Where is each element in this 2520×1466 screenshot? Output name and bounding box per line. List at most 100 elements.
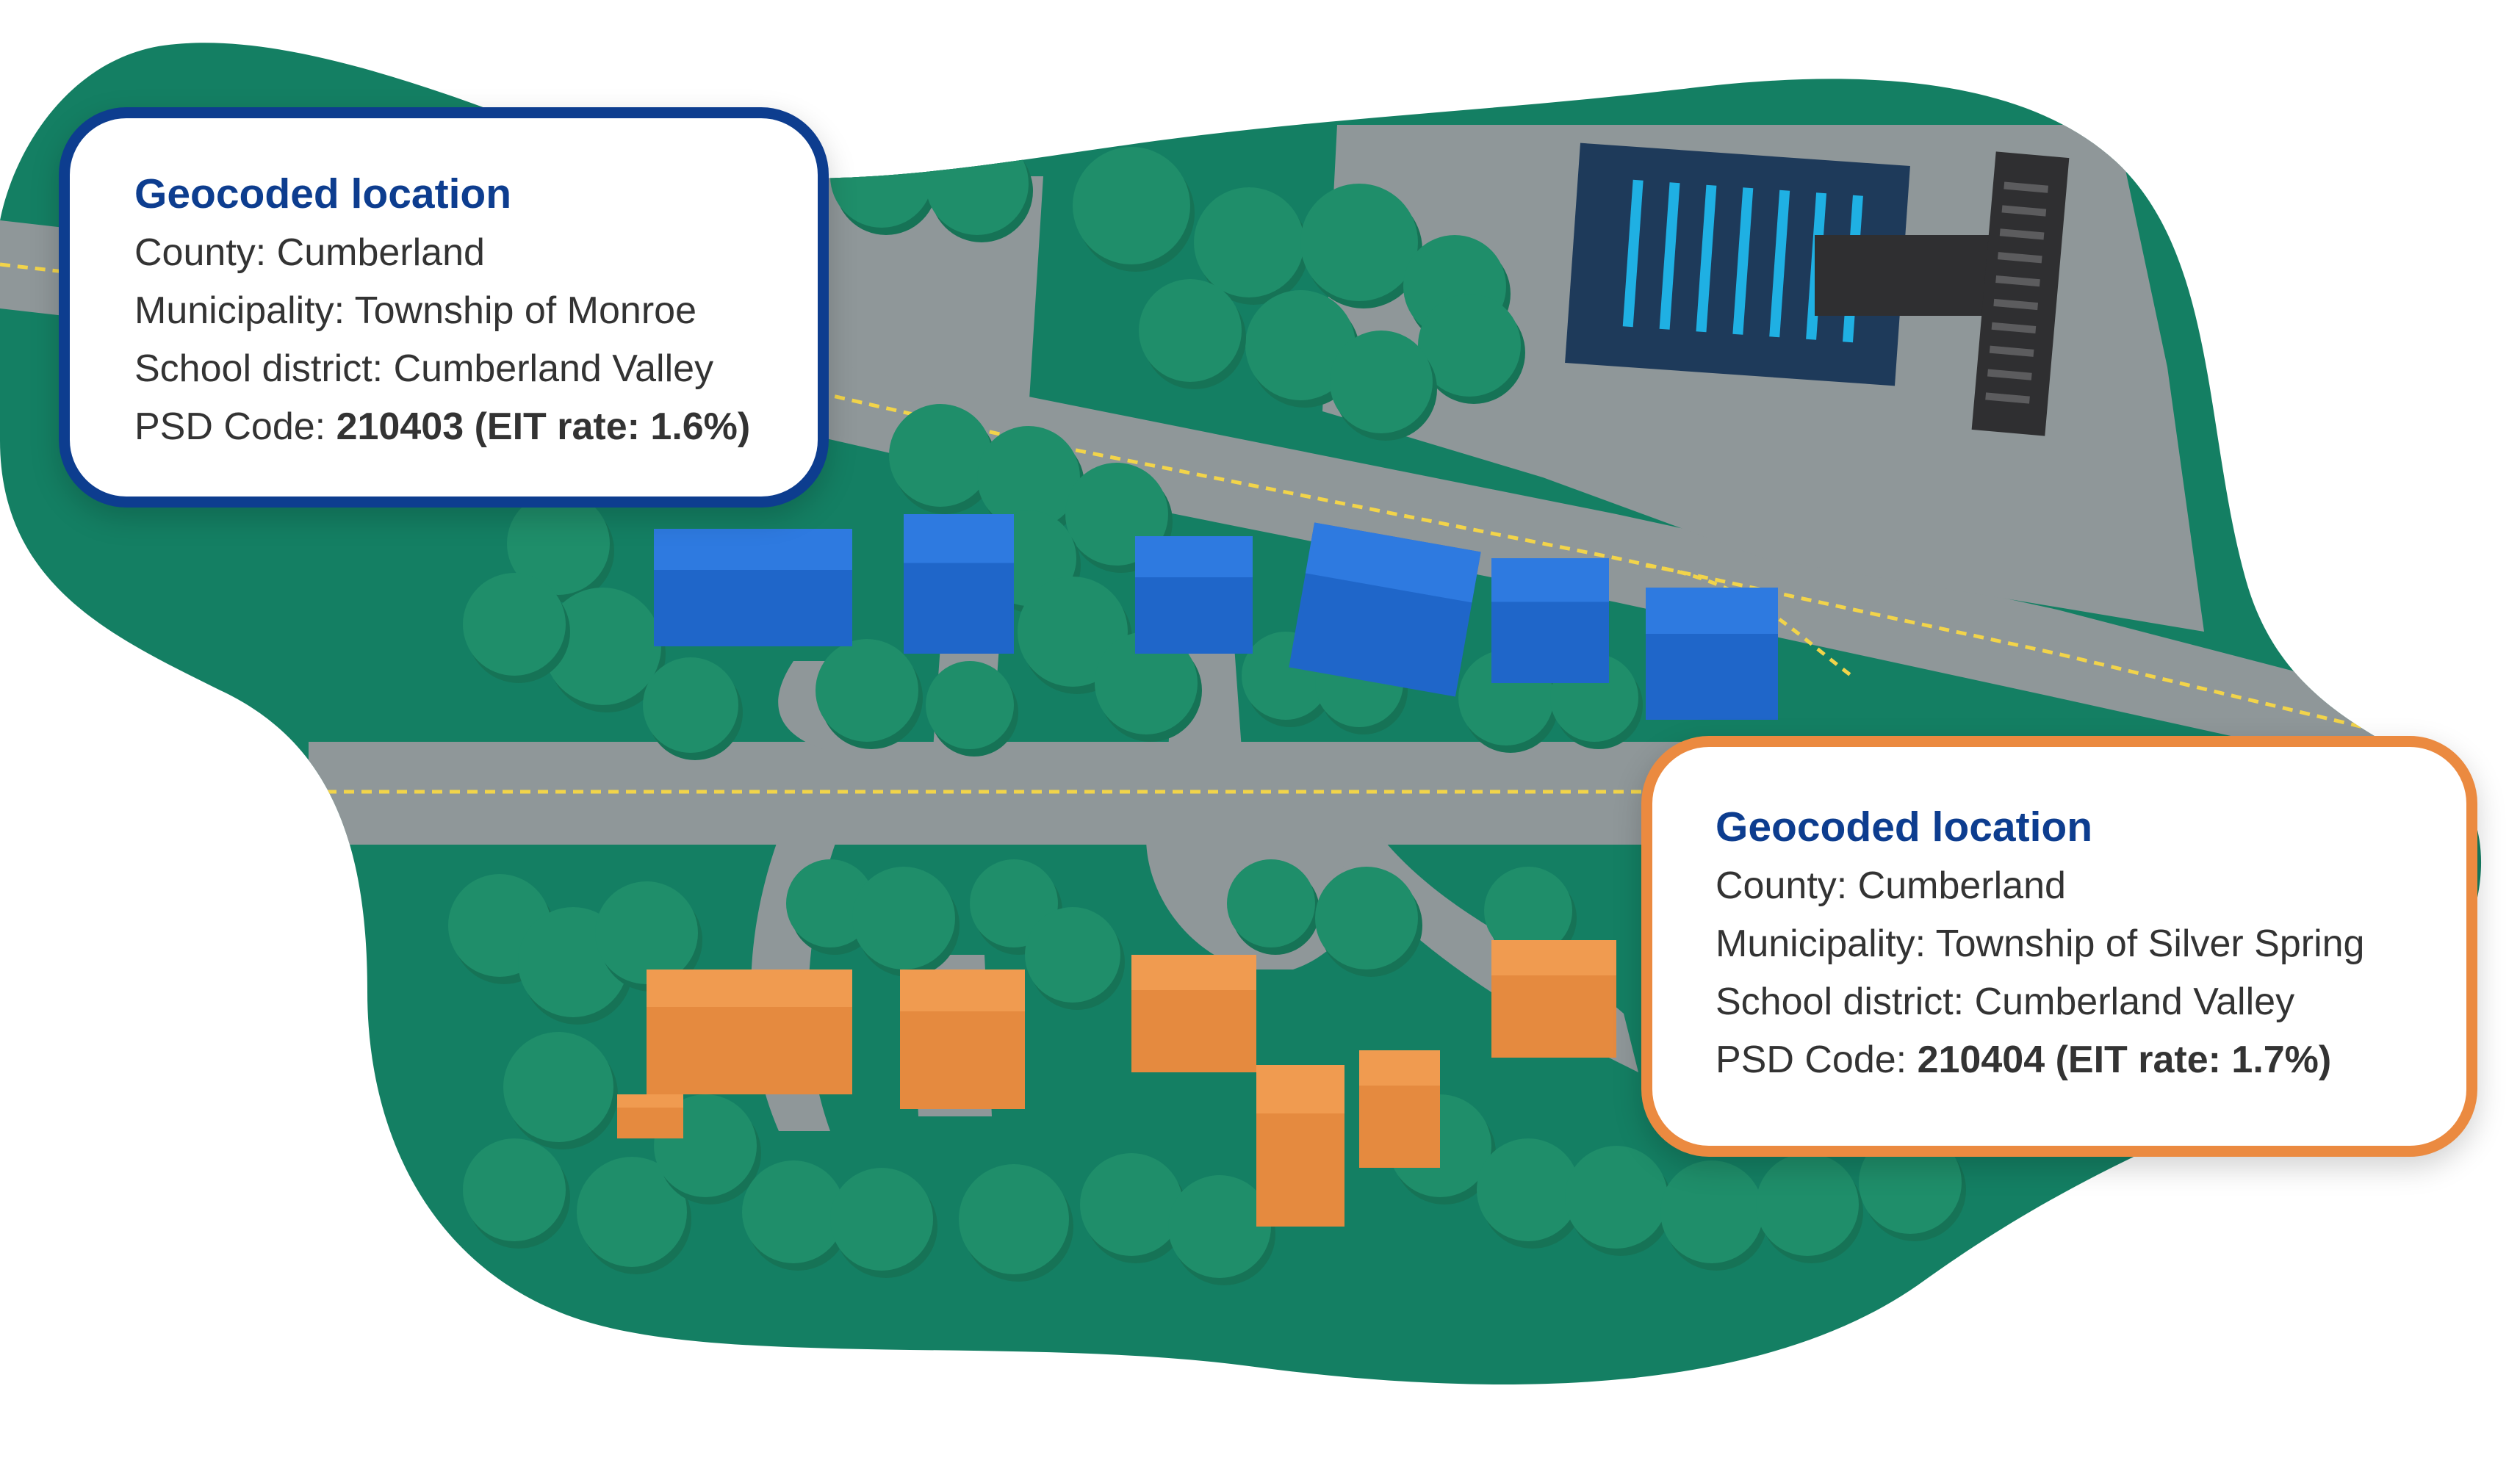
tree: [889, 404, 992, 507]
tree: [959, 1164, 1069, 1274]
tree: [503, 1032, 613, 1142]
tree: [1330, 331, 1433, 433]
window-strip: [2004, 181, 2048, 193]
tree: [1300, 184, 1418, 301]
tree: [830, 1168, 933, 1271]
county-label: County:: [134, 231, 267, 274]
window-strip: [1985, 392, 2030, 404]
school-district-row: School district: Cumberland Valley: [1716, 973, 2466, 1031]
tree: [1477, 1138, 1580, 1241]
tree: [830, 125, 933, 228]
psd-code-row: PSD Code: 210403 (EIT rate: 1.6%): [134, 398, 818, 456]
tree: [1168, 1175, 1271, 1278]
solar-panel: [1622, 179, 1644, 328]
psd-code-row: PSD Code: 210404 (EIT rate: 1.7%): [1716, 1031, 2466, 1089]
window-strip: [1997, 252, 2042, 264]
tree: [1418, 294, 1521, 397]
municipality-label: Municipality:: [1716, 922, 1926, 965]
silver-spring-buildings: [617, 940, 1616, 1227]
solar-panel: [1659, 182, 1680, 330]
tree: [1859, 1131, 1962, 1234]
tree-canopy: [448, 125, 1966, 1285]
county-value: Cumberland: [1857, 864, 2066, 907]
tree: [1565, 1146, 1668, 1249]
window-strip: [1991, 322, 2037, 333]
tree: [1018, 577, 1128, 687]
silver-spring-house: [1491, 940, 1616, 1058]
tree: [643, 657, 738, 753]
monroe-house: [654, 529, 852, 646]
monroe-buildings: [654, 514, 1778, 720]
window-strip: [1993, 298, 2039, 311]
window-strip: [1989, 345, 2034, 357]
callout-title: Geocoded location: [134, 170, 512, 217]
tree: [1227, 859, 1315, 947]
school-district-label: School district:: [134, 347, 384, 390]
tree: [544, 588, 661, 705]
municipality-value: Township of Monroe: [354, 289, 696, 332]
school-district-label: School district:: [1716, 981, 1965, 1023]
county-row: County: Cumberland: [1716, 857, 2466, 915]
school-building: [1565, 142, 2070, 436]
tree: [977, 426, 1080, 529]
tree: [926, 132, 1029, 235]
municipality-row: Municipality: Township of Silver Spring: [1716, 915, 2466, 973]
school-wing: [1971, 151, 2070, 436]
tree: [1245, 290, 1356, 400]
psd-code-value: 210404: [1917, 1039, 2045, 1081]
monroe-house: [1135, 536, 1253, 654]
municipality-row: Municipality: Township of Monroe: [134, 282, 818, 340]
county-row: County: Cumberland: [134, 224, 818, 282]
ramp-line: [1645, 563, 1853, 677]
silver-spring-house: [617, 1094, 683, 1138]
tree: [577, 1157, 687, 1267]
tree: [1073, 147, 1190, 264]
county-label: County:: [1716, 864, 1848, 907]
psd-code-value: 210403: [336, 405, 464, 448]
silver-spring-house: [900, 969, 1025, 1109]
tree: [852, 867, 955, 969]
tree: [1095, 632, 1198, 734]
tree: [816, 639, 918, 742]
school-district-value: Cumberland Valley: [393, 347, 714, 390]
geocoded-location-callout-monroe: Geocoded location County: Cumberland Mun…: [59, 107, 829, 508]
school-district-value: Cumberland Valley: [1974, 981, 2295, 1023]
monroe-house: [1289, 522, 1481, 697]
municipality-label: Municipality:: [134, 289, 345, 332]
tree: [786, 859, 874, 947]
window-strip: [2001, 205, 2047, 217]
tree: [463, 1138, 566, 1241]
eit-rate-value: (EIT rate: 1.7%): [2055, 1039, 2332, 1081]
solar-panel: [1769, 189, 1790, 338]
tree: [1315, 867, 1418, 969]
eit-rate-value: (EIT rate: 1.6%): [474, 405, 751, 448]
window-strip: [1995, 275, 2040, 287]
silver-spring-house: [1131, 955, 1256, 1072]
monroe-house: [904, 514, 1014, 654]
window-strip: [1999, 228, 2045, 240]
tree: [926, 661, 1014, 749]
monroe-house: [1646, 588, 1778, 720]
silver-spring-house: [1359, 1050, 1440, 1168]
psd-code-label: PSD Code:: [134, 405, 326, 448]
tree: [1484, 867, 1572, 955]
geocoded-location-callout-silver-spring: Geocoded location County: Cumberland Mun…: [1641, 736, 2477, 1157]
psd-code-label: PSD Code:: [1716, 1039, 1907, 1081]
tree: [1660, 1160, 1763, 1263]
county-value: Cumberland: [276, 231, 485, 274]
tree: [507, 492, 610, 595]
silver-spring-house: [1256, 1065, 1344, 1227]
silver-spring-house: [647, 969, 852, 1094]
solar-panel: [1732, 187, 1754, 335]
municipality-value: Township of Silver Spring: [1935, 922, 2365, 965]
tree: [463, 573, 566, 676]
solar-panel: [1696, 184, 1717, 333]
tree: [1025, 907, 1120, 1003]
school-district-row: School district: Cumberland Valley: [134, 340, 818, 398]
tree: [1080, 1153, 1183, 1256]
monroe-house: [1491, 558, 1609, 683]
tree: [742, 1160, 845, 1263]
tree: [1139, 279, 1242, 382]
